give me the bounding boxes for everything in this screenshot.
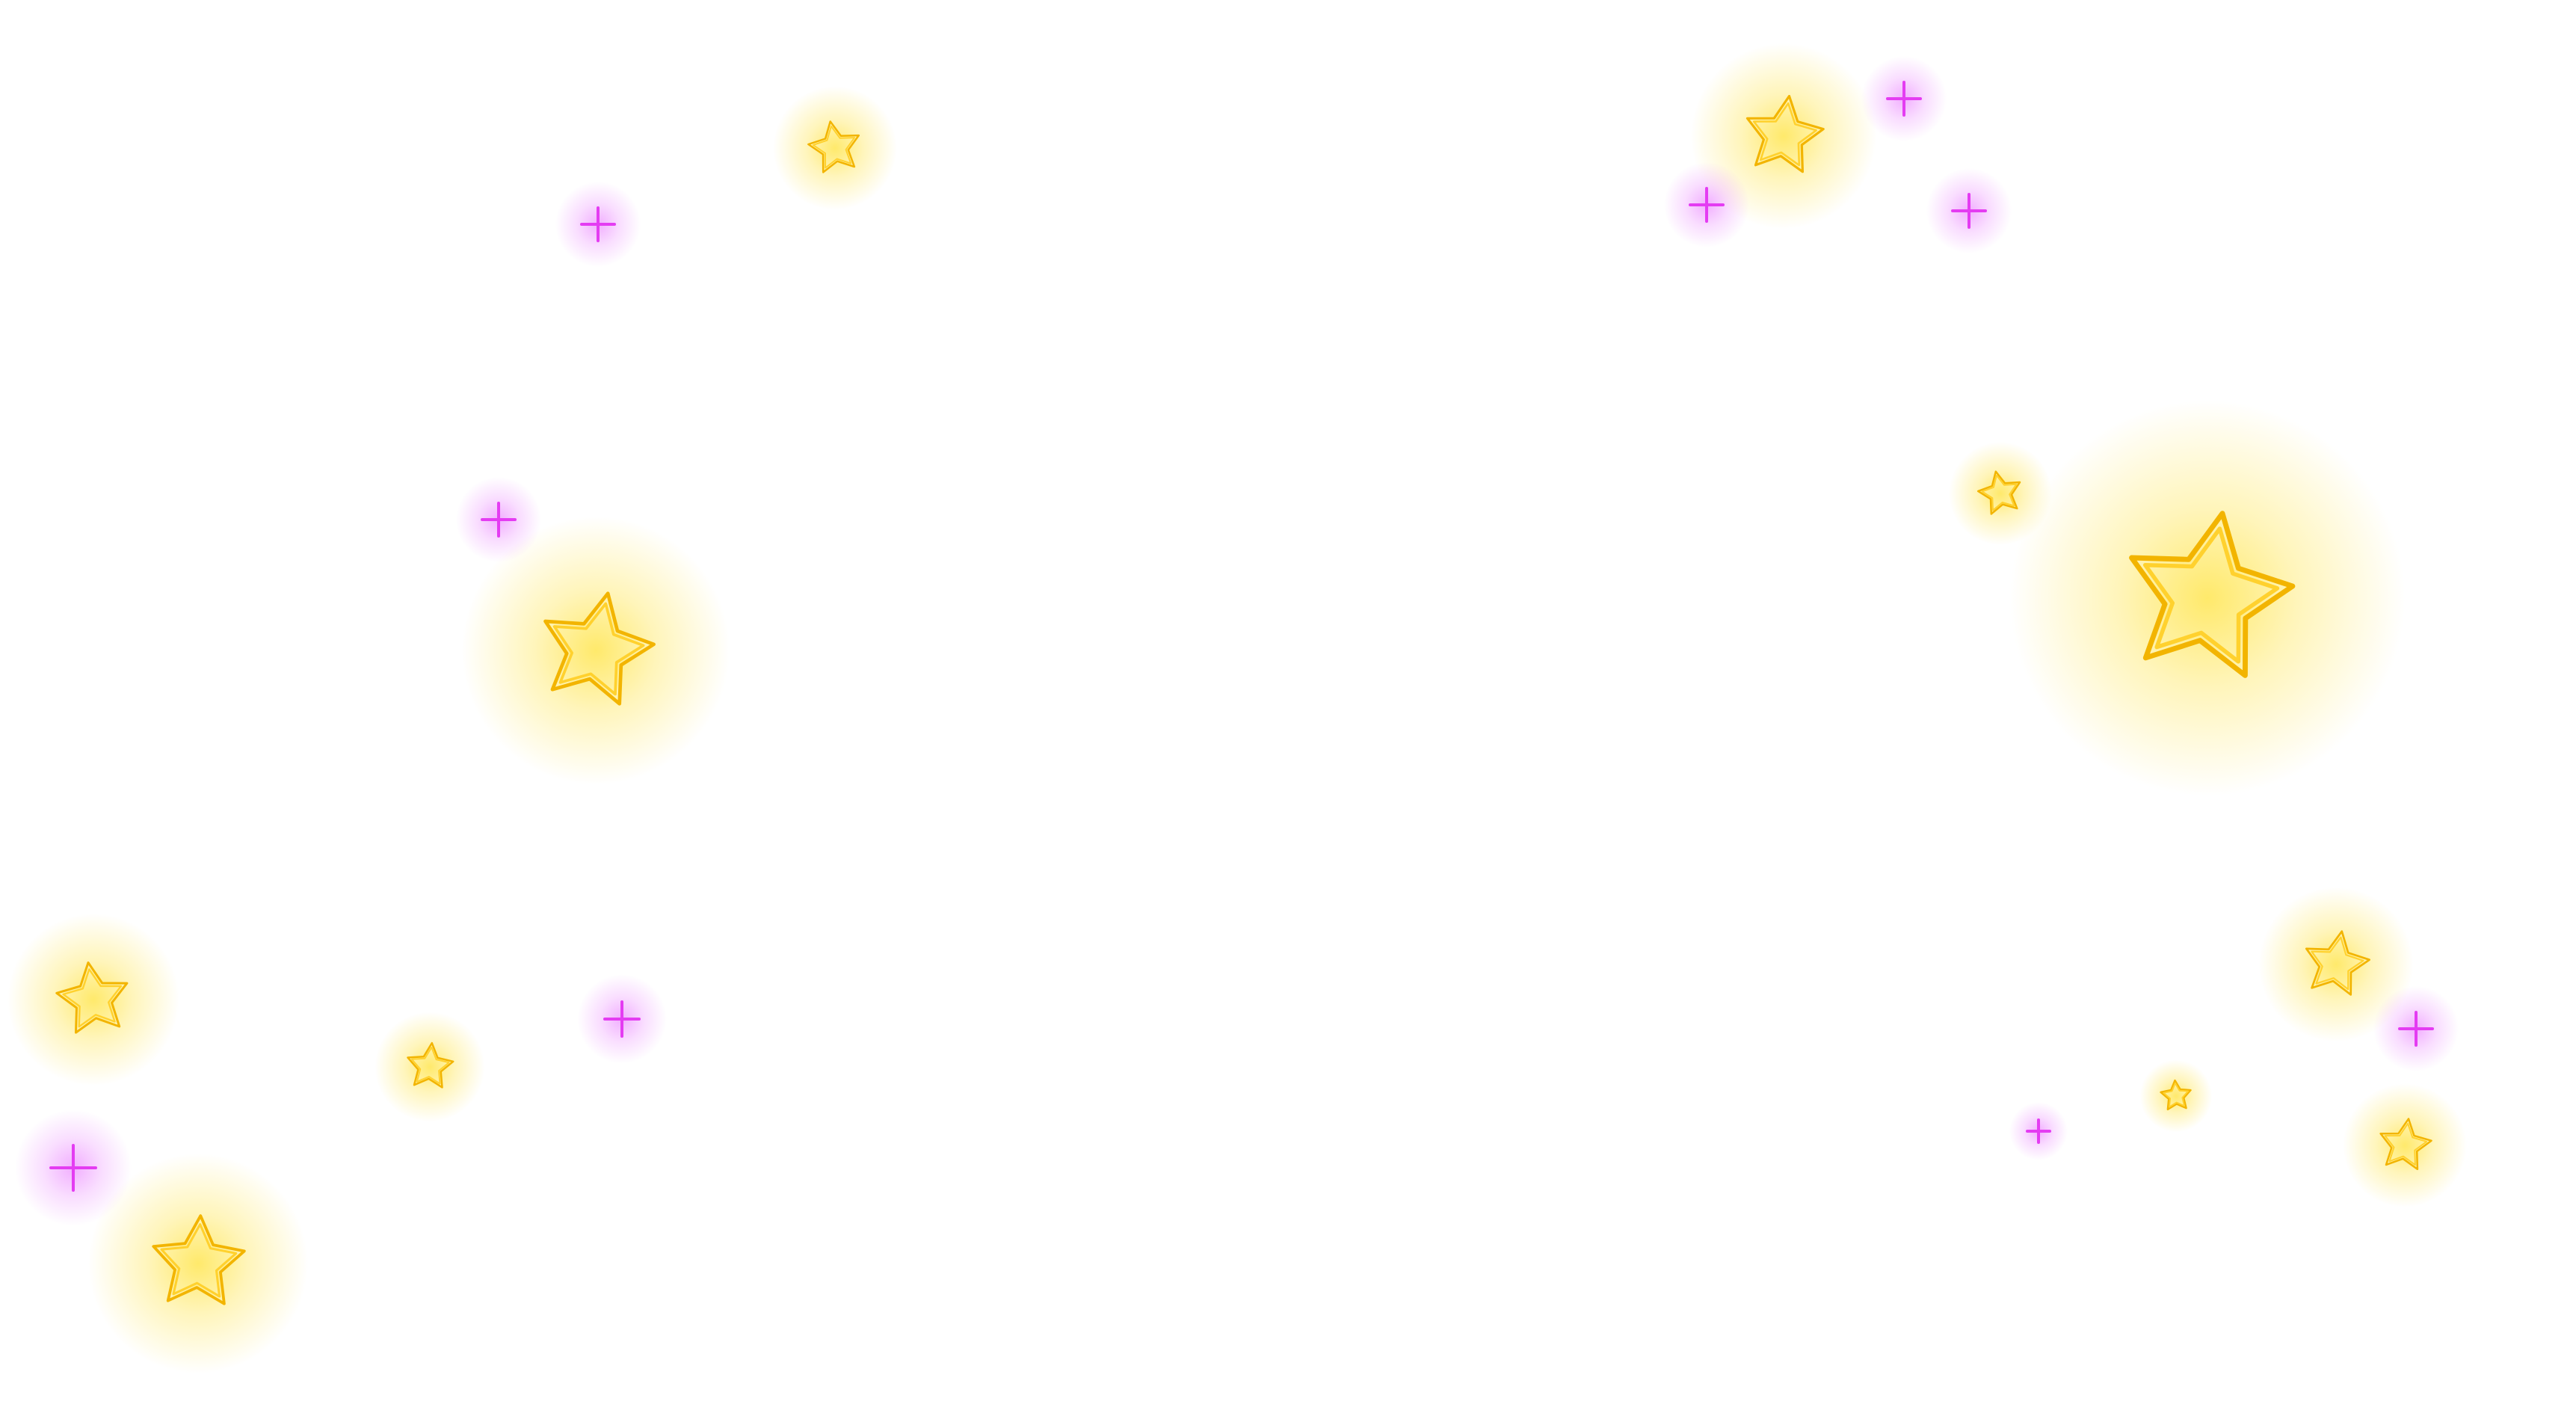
plus-sparkle-icon [1951, 193, 1987, 229]
star-glow [773, 86, 897, 210]
star-outline-icon [2129, 511, 2296, 678]
plus-sparkle-icon [481, 502, 517, 538]
star-glow [2139, 1059, 2213, 1133]
star-glow [2258, 887, 2414, 1042]
star-outline-icon [55, 961, 129, 1034]
star-outline-icon [2305, 930, 2370, 996]
star-glow [2009, 400, 2406, 796]
star-outline-icon [2379, 1118, 2432, 1171]
star-outline-icon [807, 120, 860, 173]
star-outline-icon [1976, 470, 2021, 515]
star-glow [375, 1012, 485, 1122]
star-outline-icon [543, 591, 656, 706]
star-glow [461, 516, 730, 785]
glow-layer [7, 43, 2467, 1374]
plus-sparkle-icon [603, 1000, 641, 1038]
plus-sparkle-icon [2026, 1118, 2051, 1144]
star-glow [2343, 1083, 2467, 1207]
icon-layer [49, 81, 2434, 1305]
plus-sparkle-icon [580, 206, 616, 242]
plus-sparkle-icon [49, 1144, 97, 1192]
plus-sparkle-icon [1886, 81, 1922, 117]
star-outline-icon [152, 1214, 246, 1305]
star-glow [7, 914, 179, 1086]
star-outline-icon [1745, 94, 1825, 173]
star-outline-icon [2160, 1079, 2192, 1111]
star-glow [87, 1153, 309, 1374]
plus-sparkle-icon [2398, 1011, 2434, 1047]
star-outline-icon [407, 1041, 455, 1089]
plus-sparkle-icon [1689, 187, 1725, 223]
